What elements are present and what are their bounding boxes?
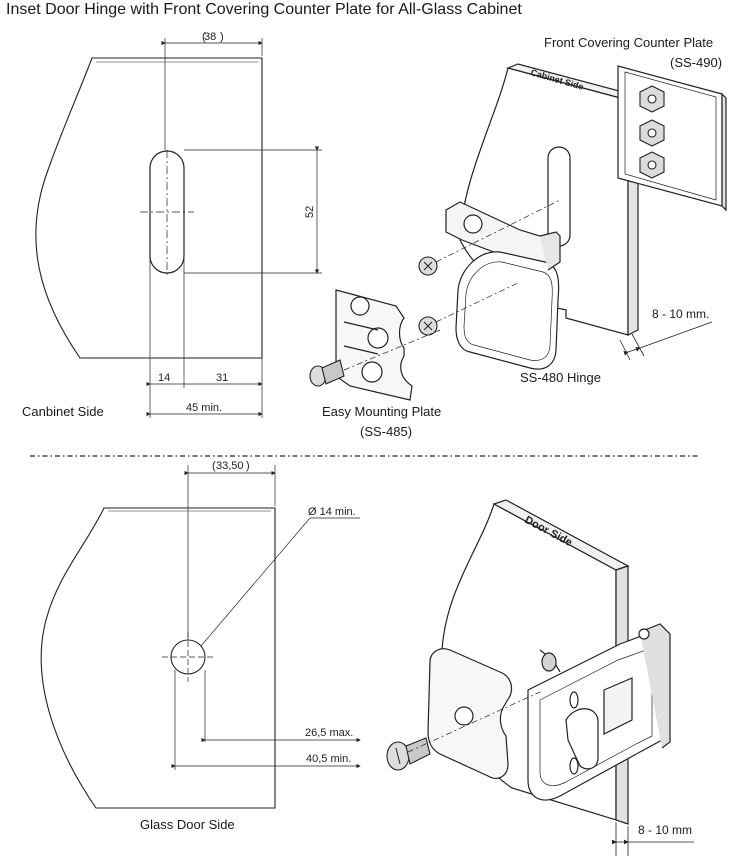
dim-3350-paren-r: ) [246,460,250,472]
dim-14: 14 [158,372,170,384]
dim-3350-paren-l: ( [212,460,216,472]
counter-plate-label: Front Covering Counter Plate [544,35,714,50]
easy-mounting-plate [335,289,413,401]
mounting-plate-code: (SS-485) [360,424,413,439]
door-thickness-dim [612,822,694,856]
assembly-axis-lines [343,199,561,371]
screw-icon [309,256,438,387]
dim-38-paren-l: ( [202,31,206,43]
cabinet-thickness-label: 8 - 10 mm. [652,307,710,321]
dim-3350: 33,50 [216,460,244,472]
hinge-label: SS-480 Hinge [520,370,601,385]
dim-45: 45 min. [186,402,222,414]
cabinet-side-label: Canbinet Side [22,404,104,419]
mounting-plate-label: Easy Mounting Plate [322,404,442,419]
door-axis-line [407,691,541,753]
cabinet-glass-outline [35,57,263,359]
dim-31: 31 [216,372,228,384]
dim-38: 38 [204,31,216,43]
door-hinge-body [527,623,671,801]
cabinet-dimension-lines [146,38,322,418]
door-side-label: Glass Door Side [140,817,235,832]
door-thickness-label: 8 - 10 mm [638,823,693,837]
door-dimension-lines [171,465,361,770]
dim-265: 26,5 max. [305,727,353,739]
nut-icon [639,85,665,179]
dim-52: 52 [304,206,316,218]
dim-405: 40,5 min. [306,753,351,765]
hinge-body [445,201,561,370]
dim-38-paren-r: ) [220,31,224,43]
door-screw-icon [386,737,431,771]
door-mounting-plate [427,648,513,779]
door-glass-outline [40,507,276,809]
counter-plate-code: (SS-490) [670,55,723,70]
diagram-title: Inset Door Hinge with Front Covering Cou… [6,1,522,18]
dim-diameter: Ø 14 min. [308,506,356,518]
cabinet-thickness-dim [619,321,713,361]
cabinet-slot [140,150,194,275]
